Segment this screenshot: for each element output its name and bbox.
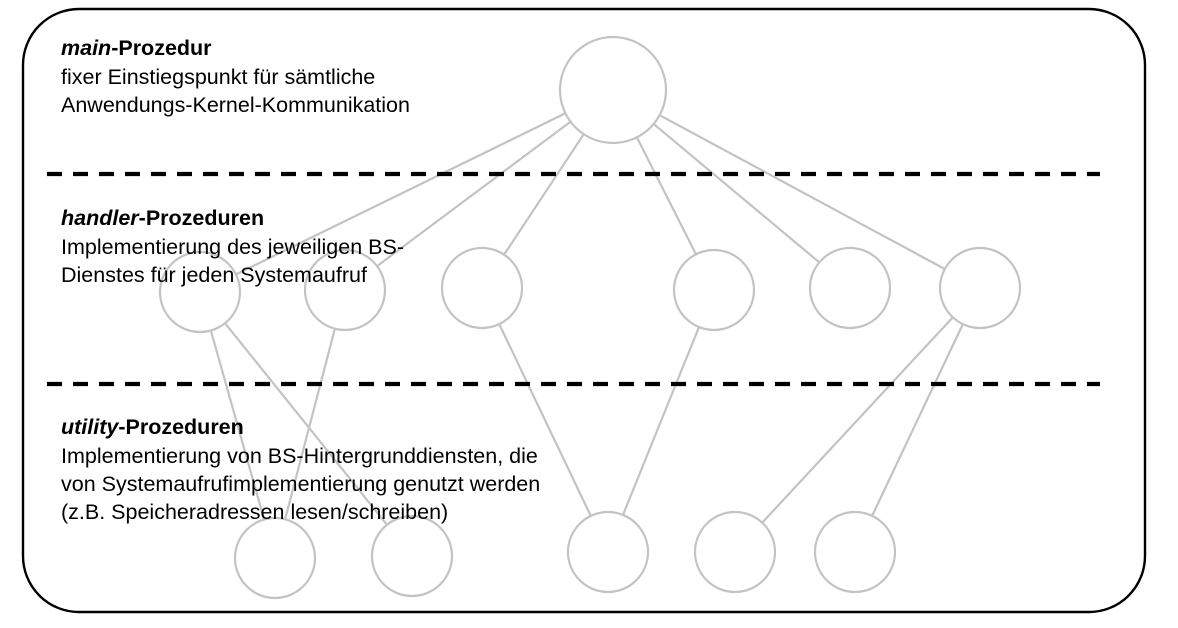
outer-rounded-border — [21, 7, 1147, 614]
section-handler-keyword: handler — [61, 206, 139, 230]
node-utility-5[interactable] — [813, 510, 897, 594]
node-handler-1[interactable] — [158, 250, 242, 334]
edge-handler-1-to-utility-1 — [209, 329, 266, 521]
section-utility-heading-suffix: -Prozeduren — [118, 415, 244, 439]
section-main-heading-suffix: -Prozedur — [111, 36, 212, 60]
edge-main-1-to-handler-6 — [658, 114, 946, 271]
section-main-line-1: fixer Einstiegspunkt für sämtliche — [61, 65, 376, 89]
section-handler-heading: handler-Prozeduren — [61, 204, 404, 232]
edge-handler-6-to-utility-5 — [871, 323, 964, 517]
edge-handler-4-to-utility-3 — [621, 325, 701, 517]
section-main-line-2: Anwendungs-Kernel-Kommunikation — [61, 93, 410, 117]
edge-main-1-to-handler-2 — [375, 120, 572, 268]
node-main-1[interactable] — [558, 35, 668, 145]
edge-main-1-to-handler-3 — [502, 133, 585, 256]
nodes-layer — [158, 35, 1022, 600]
edge-main-1-to-handler-4 — [635, 136, 698, 256]
section-utility-keyword: utility — [61, 415, 119, 439]
node-handler-4[interactable] — [672, 248, 756, 332]
section-main-keyword: main — [61, 36, 112, 60]
section-utility-text: utility-Prozeduren Implementierung von B… — [61, 413, 540, 526]
section-utility-line-1: Implementierung von BS-Hintergrunddienst… — [61, 444, 538, 468]
section-utility-line-2: von Systemaufrufimplementierung genutzt … — [61, 472, 541, 496]
section-handler-line-2: Dienstes für jeden Systemaufruf — [61, 263, 367, 287]
edge-main-1-to-handler-1 — [234, 112, 567, 276]
section-main-heading: main-Prozedur — [61, 34, 410, 62]
node-utility-3[interactable] — [566, 510, 650, 594]
section-handler-heading-suffix: -Prozeduren — [138, 206, 265, 230]
node-utility-2[interactable] — [370, 514, 454, 598]
node-handler-2[interactable] — [303, 248, 387, 332]
layer-dividers — [47, 171, 1100, 387]
section-utility-heading: utility-Prozeduren — [61, 413, 540, 441]
section-utility-line-3: (z.B. Speicheradressen lesen/schreiben) — [61, 500, 449, 524]
node-handler-5[interactable] — [808, 246, 892, 330]
node-utility-1[interactable] — [233, 516, 317, 600]
edge-handler-1-to-utility-2 — [223, 322, 389, 526]
node-handler-6[interactable] — [938, 246, 1022, 330]
edge-handler-2-to-utility-1 — [284, 327, 336, 521]
section-main-text: main-Prozedur fixer Einstiegspunkt für s… — [61, 34, 410, 119]
node-utility-4[interactable] — [693, 510, 777, 594]
edge-handler-3-to-utility-3 — [498, 322, 592, 518]
section-handler-line-1: Implementierung des jeweiligen BS- — [61, 235, 404, 259]
edges-layer — [209, 112, 964, 526]
edge-main-1-to-handler-5 — [652, 122, 821, 264]
section-handler-text: handler-Prozeduren Implementierung des j… — [61, 204, 404, 289]
edge-handler-6-to-utility-4 — [761, 316, 954, 524]
node-handler-3[interactable] — [440, 246, 524, 330]
